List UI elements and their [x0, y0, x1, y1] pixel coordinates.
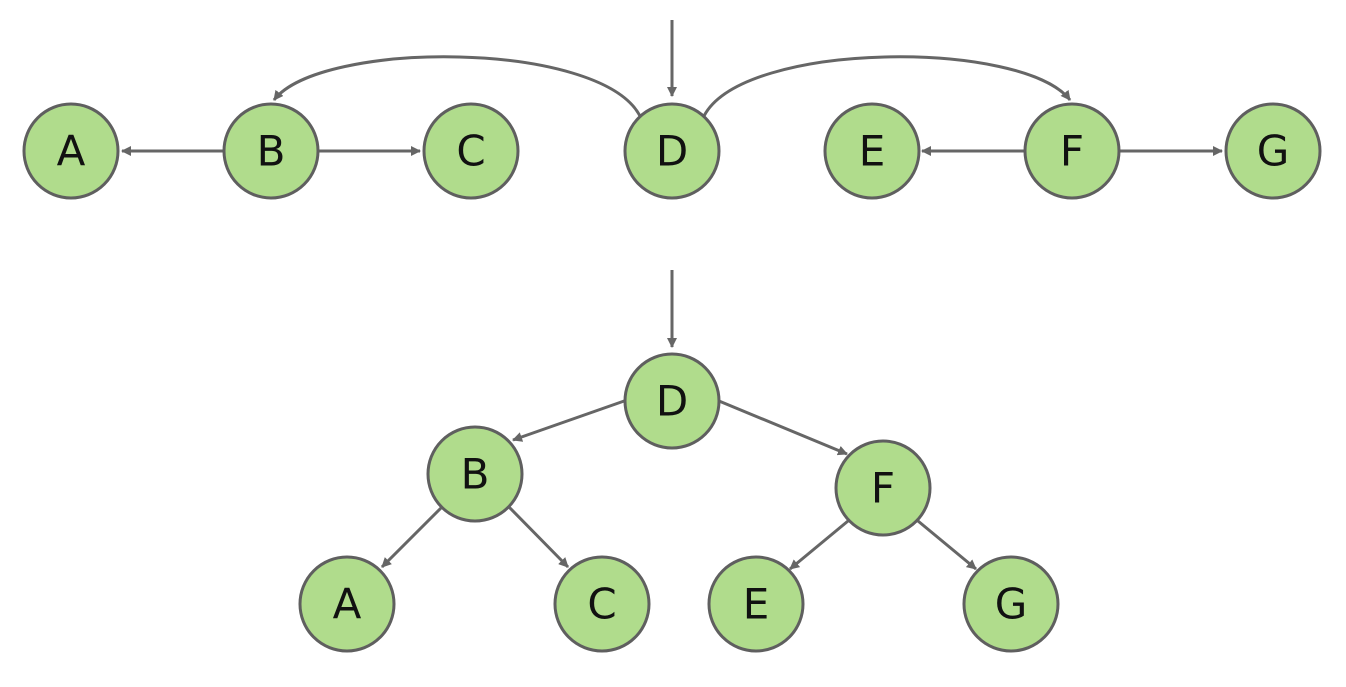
- list-edge-d-f: [702, 55, 1072, 117]
- list-node-f-label: F: [1060, 127, 1084, 176]
- list-node-d-label: D: [656, 127, 688, 176]
- tree-edge-d-f: [718, 399, 848, 456]
- tree-edge-f-g: [917, 519, 977, 571]
- tree-node-c-label: C: [587, 580, 616, 629]
- list-edge-d-b: [272, 55, 642, 117]
- tree-edge-b-c: [507, 505, 570, 569]
- tree-node-d: D: [623, 352, 721, 450]
- list-node-c: C: [422, 102, 520, 200]
- list-node-a: A: [22, 102, 120, 200]
- tree-node-f-label: F: [871, 464, 895, 513]
- tree-node-b-label: B: [461, 450, 490, 499]
- list-node-d: D: [623, 102, 721, 200]
- tree-view: D B F A C E G: [298, 270, 1060, 653]
- tree-edge-b-a: [380, 505, 444, 569]
- list-node-e-label: E: [859, 127, 886, 176]
- tree-node-g-label: G: [995, 580, 1028, 629]
- tree-node-d-label: D: [656, 377, 688, 426]
- list-view: A B C D E F G: [22, 20, 1322, 200]
- list-node-a-label: A: [57, 127, 86, 176]
- list-node-f: F: [1023, 102, 1121, 200]
- tree-node-b: B: [426, 425, 524, 523]
- tree-node-e: E: [707, 555, 805, 653]
- list-node-c-label: C: [456, 127, 485, 176]
- tree-node-c: C: [553, 555, 651, 653]
- tree-edge-d-b: [512, 398, 628, 442]
- list-node-b-label: B: [257, 127, 286, 176]
- list-node-e: E: [823, 102, 921, 200]
- tree-node-e-label: E: [743, 580, 770, 629]
- tree-node-f: F: [834, 439, 932, 537]
- list-node-b: B: [222, 102, 320, 200]
- list-node-g-label: G: [1257, 127, 1290, 176]
- tree-node-a-label: A: [333, 580, 362, 629]
- tree-node-g: G: [962, 555, 1060, 653]
- tree-edge-f-e: [789, 519, 849, 571]
- tree-node-a: A: [298, 555, 396, 653]
- list-node-g: G: [1224, 102, 1322, 200]
